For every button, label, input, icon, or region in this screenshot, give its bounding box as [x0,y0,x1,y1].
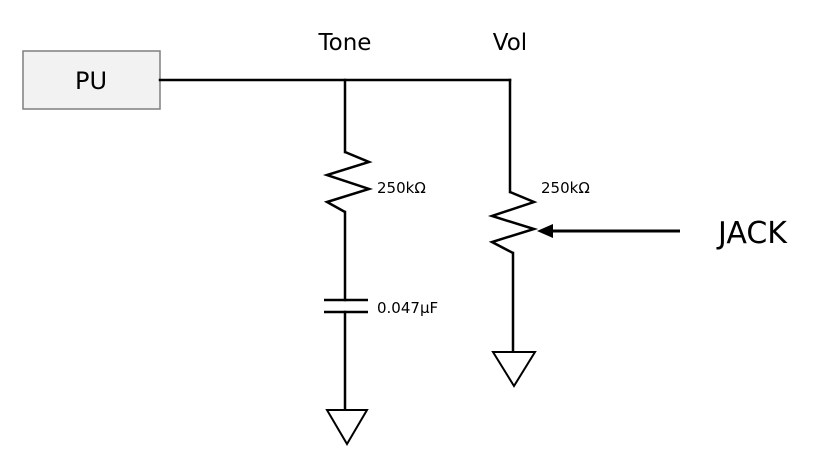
tone-resistor-value: 250kΩ [377,179,426,197]
pickup-block: PU [22,50,161,110]
volume-ground-symbol [491,351,537,388]
jack-label: JACK [716,216,788,251]
pickup-label: PU [75,67,107,95]
volume-branch: Vol 250kΩ [487,30,590,388]
output-connection: JACK [537,216,788,251]
wiper-arrow-head [537,224,553,238]
tone-capacitor-value: 0.047μF [377,299,438,317]
tone-branch: Tone 250kΩ 0.047μF [318,30,438,446]
pickup-box [22,50,161,110]
volume-label: Vol [493,30,527,56]
tone-ground-symbol [325,409,369,446]
volume-pot-value: 250kΩ [541,179,590,197]
tone-resistor-symbol [322,150,374,214]
tone-label: Tone [318,30,372,56]
volume-pot-symbol [487,190,539,255]
